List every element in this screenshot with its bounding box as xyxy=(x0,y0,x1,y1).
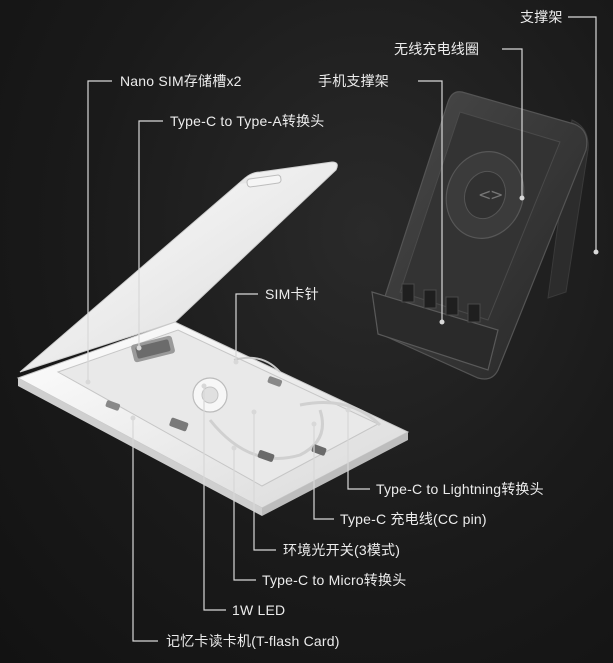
label-type-c-to-lightning: Type-C to Lightning转换头 xyxy=(376,481,544,497)
label-stand: 支撑架 xyxy=(520,9,563,25)
label-wireless-coil: 无线充电线圈 xyxy=(394,41,480,57)
label-sim-pin: SIM卡针 xyxy=(265,286,319,302)
label-led: 1W LED xyxy=(232,602,286,618)
leader-lines xyxy=(85,16,599,642)
label-type-c-cable: Type-C 充电线(CC pin) xyxy=(340,511,487,527)
dark-stand-kit: < > xyxy=(371,91,589,380)
label-nano-sim: Nano SIM存储槽x2 xyxy=(120,73,242,89)
svg-text:>: > xyxy=(490,185,503,204)
svg-text:<: < xyxy=(478,185,491,204)
label-card-reader: 记忆卡读卡机(T-flash Card) xyxy=(166,633,340,649)
label-light-switch: 环境光开关(3模式) xyxy=(283,542,401,558)
label-type-c-to-a: Type-C to Type-A转换头 xyxy=(170,113,325,129)
label-type-c-to-micro: Type-C to Micro转换头 xyxy=(262,572,407,588)
white-card-kit xyxy=(16,161,410,516)
label-phone-stand: 手机支撑架 xyxy=(318,73,389,89)
